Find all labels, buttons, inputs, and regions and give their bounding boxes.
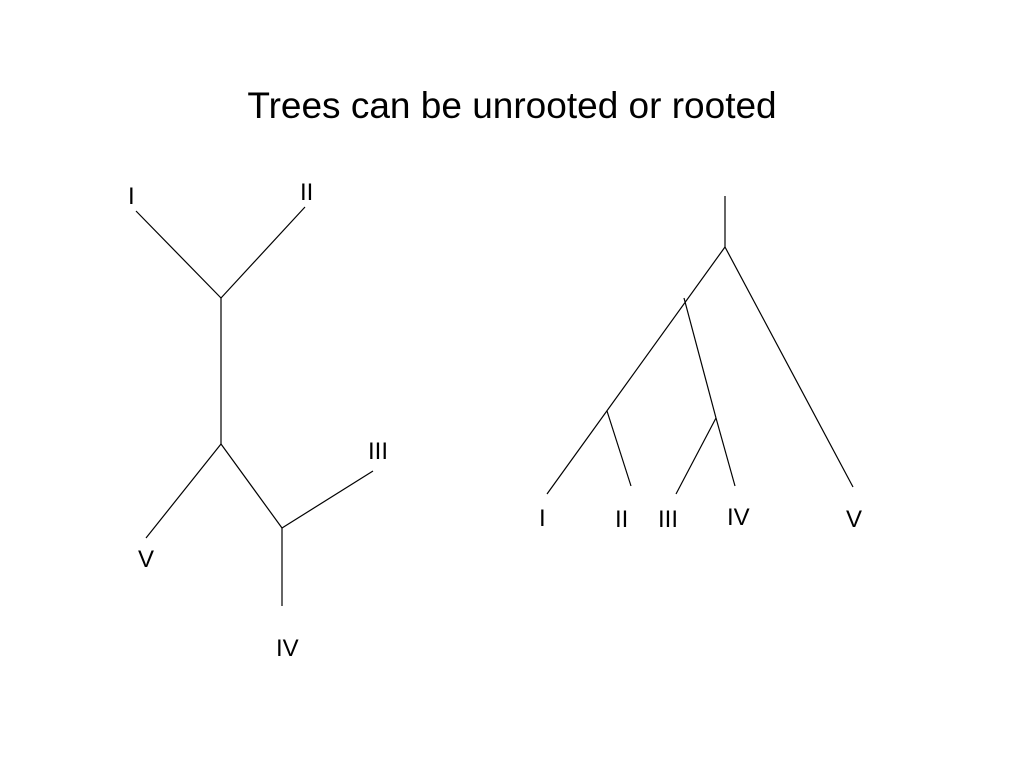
rooted-branch-left-main (546, 246, 726, 495)
unrooted-label-IV: IV (276, 635, 299, 662)
unrooted-branch-II (220, 206, 306, 299)
unrooted-branch-III-IV-stem (220, 443, 283, 529)
slide-title: Trees can be unrooted or rooted (247, 85, 777, 126)
unrooted-branch-V (145, 443, 222, 539)
unrooted-branch-I (135, 210, 222, 299)
rooted-branch-V (724, 246, 854, 488)
unrooted-label-III: III (368, 438, 388, 465)
rooted-branch-IV (715, 417, 736, 487)
rooted-branch-III (675, 417, 717, 495)
rooted-label-IV: IV (727, 504, 750, 531)
rooted-label-III: III (658, 506, 678, 533)
rooted-label-I: I (539, 505, 546, 532)
unrooted-label-I: I (128, 183, 135, 210)
unrooted-branch-III (281, 470, 374, 529)
rooted-tree: I II III IV V (539, 196, 862, 533)
unrooted-tree: I II III IV V (128, 179, 388, 662)
unrooted-label-V: V (138, 546, 154, 573)
rooted-label-II: II (615, 506, 628, 533)
rooted-branch-III-IV-stem (683, 297, 717, 419)
rooted-label-V: V (846, 506, 862, 533)
rooted-branch-II (606, 410, 632, 487)
unrooted-label-II: II (300, 179, 313, 206)
